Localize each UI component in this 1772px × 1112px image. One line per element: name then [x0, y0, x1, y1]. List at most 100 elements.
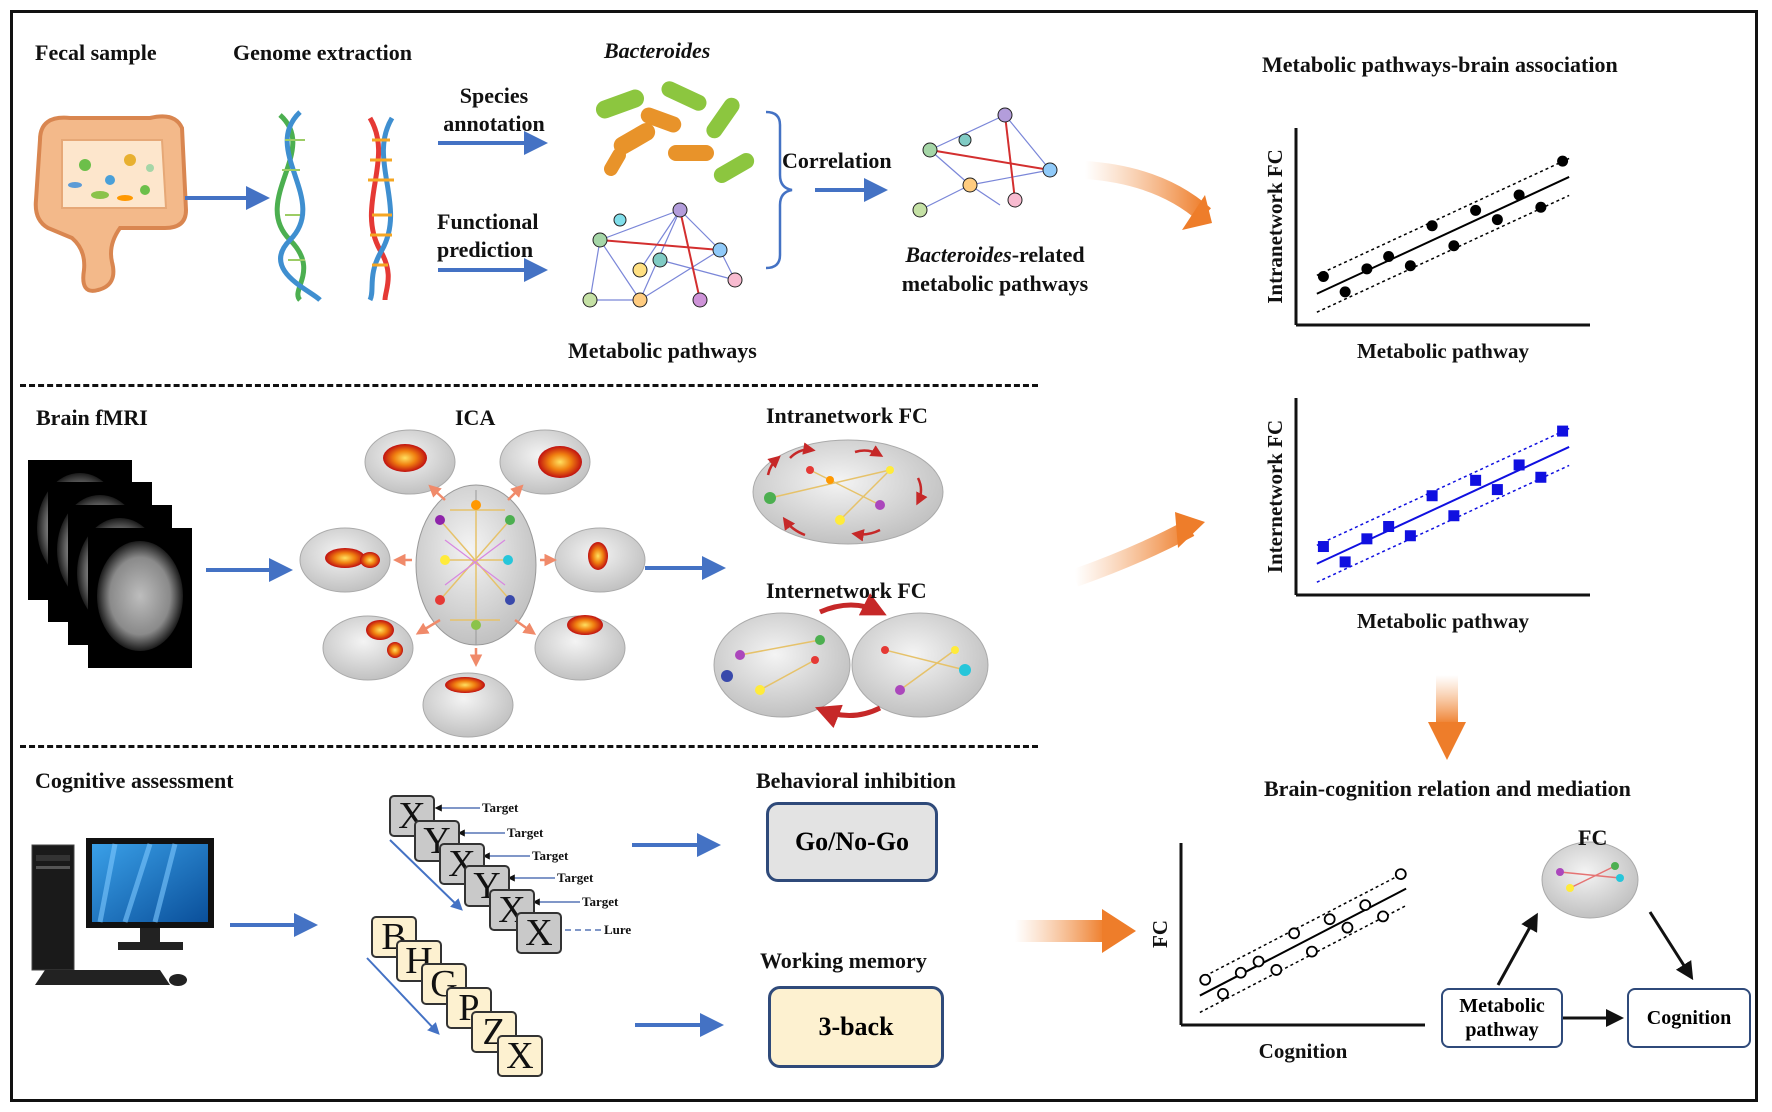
intranetwork-upper-band: [1316, 157, 1570, 276]
bacteroides-related-line2: metabolic pathways: [901, 271, 1089, 296]
internetwork-fc-brains: [713, 592, 989, 729]
ica-component-brains: [299, 429, 646, 738]
ica-label: ICA: [455, 405, 496, 430]
intranetwork-point: [1470, 204, 1482, 216]
bacteroides-related-italic: Bacteroides: [905, 242, 1012, 267]
intranetwork-fc-brain: [752, 439, 944, 545]
intranetwork-y-label: Intranetwork FC: [1263, 149, 1287, 304]
functional-prediction-label: Functional prediction: [437, 208, 538, 264]
go-target-label: Target: [582, 894, 619, 909]
intranetwork-point: [1535, 201, 1547, 213]
intranetwork-point: [1404, 260, 1416, 272]
metabolic-pathways-label: Metabolic pathways: [568, 338, 757, 363]
bacteroides-label: Bacteroides: [604, 38, 711, 63]
dna-illustration: [274, 110, 395, 302]
intranetwork-x-label: Metabolic pathway: [1357, 339, 1530, 363]
mediation-metabolic-box: Metabolic pathway: [1441, 988, 1563, 1048]
internetwork-fc-label: Internetwork FC: [766, 578, 927, 603]
intranetwork-point: [1448, 240, 1460, 252]
fc-cognition-x-label: Cognition: [1259, 1039, 1348, 1063]
bacteroides-network-illustration: [912, 107, 1058, 218]
intranetwork-fc-label: Intranetwork FC: [766, 403, 928, 428]
genome-extraction-label: Genome extraction: [233, 40, 412, 65]
mediation-cognition-label: Cognition: [1646, 1006, 1732, 1029]
internetwork-point: [1557, 425, 1569, 437]
go-target-label: Target: [532, 848, 569, 863]
divider-2: [20, 745, 1038, 748]
internetwork-point: [1491, 484, 1503, 496]
figure-frame: [10, 10, 1758, 1102]
fc-cognition-point: [1341, 921, 1354, 934]
cognitive-assessment-label: Cognitive assessment: [35, 768, 234, 793]
intranetwork-point: [1426, 220, 1438, 232]
intranetwork-point: [1317, 271, 1329, 283]
go-letter: X: [516, 912, 562, 954]
intestine-illustration: [33, 114, 189, 293]
functional-prediction-line1: Functional: [437, 209, 539, 234]
internetwork-point: [1470, 474, 1482, 486]
intranetwork-point: [1339, 286, 1351, 298]
three-back-label: 3-back: [818, 1012, 894, 1041]
internetwork-point: [1448, 510, 1460, 522]
internetwork-x-label: Metabolic pathway: [1357, 609, 1530, 633]
brain-fmri-label: Brain fMRI: [36, 405, 148, 430]
metabolic-network-illustration: [582, 202, 743, 308]
go-target-label: Target: [482, 800, 519, 815]
intranetwork-point: [1361, 263, 1373, 275]
wm-letter: G: [421, 963, 467, 1005]
mediation-fc-brain: [1541, 841, 1639, 919]
functional-prediction-line2: prediction: [437, 237, 534, 262]
metabolic-brain-association-title: Metabolic pathways-brain association: [1262, 52, 1618, 77]
intranetwork-point: [1513, 189, 1525, 201]
fc-cognition-fit-line: [1199, 887, 1407, 997]
ica-center-brain: [415, 484, 537, 646]
fecal-sample-label: Fecal sample: [35, 40, 157, 65]
fc-cognition-point: [1288, 927, 1301, 940]
fc-cognition-point: [1323, 913, 1336, 926]
divider-1: [20, 384, 1038, 387]
fc-cognition-point: [1305, 945, 1318, 958]
internetwork-point: [1361, 533, 1373, 545]
internetwork-point: [1513, 459, 1525, 471]
scatter-intranetwork: Metabolic pathway Intranetwork FC: [1263, 128, 1590, 363]
intranetwork-lower-band: [1316, 194, 1570, 313]
go-lure-label: Lure: [604, 922, 632, 937]
fc-cognition-point: [1199, 973, 1212, 986]
fc-cognition-point: [1270, 964, 1283, 976]
bacteroides-related-suffix: -related: [1011, 242, 1085, 267]
intranetwork-point: [1383, 251, 1395, 263]
bacteria-illustration: [595, 81, 755, 183]
internetwork-point: [1383, 521, 1395, 533]
fc-cognition-upper-band: [1199, 871, 1407, 980]
fc-cognition-point: [1377, 910, 1389, 923]
bacteroides-related-label: Bacteroides-related metabolic pathways: [880, 240, 1110, 298]
fc-cognition-point: [1394, 868, 1407, 881]
mediation-cognition-box: Cognition: [1627, 988, 1751, 1048]
internetwork-fit-line: [1316, 446, 1570, 565]
intranetwork-point: [1557, 155, 1569, 167]
mediation-metabolic-line2: pathway: [1465, 1019, 1539, 1041]
internetwork-y-label: Internetwork FC: [1263, 420, 1287, 573]
fc-cognition-point: [1234, 966, 1247, 979]
go-letter: X: [439, 843, 485, 885]
species-annotation-label: Species annotation: [434, 82, 554, 138]
three-back-box: 3-back: [768, 986, 944, 1068]
mediation-metabolic-line1: Metabolic: [1459, 995, 1545, 1017]
fc-cognition-point: [1252, 955, 1265, 968]
internetwork-point: [1535, 471, 1547, 483]
fc-cognition-point: [1359, 899, 1372, 912]
fc-cognition-point: [1217, 987, 1229, 1000]
go-target-label: Target: [507, 825, 544, 840]
intranetwork-fit-line: [1316, 176, 1570, 295]
internetwork-point: [1339, 556, 1351, 568]
internetwork-point: [1404, 530, 1416, 542]
mri-stack: [28, 460, 192, 668]
go-letter: Y: [414, 820, 460, 862]
go-target-label: Target: [557, 870, 594, 885]
scatter-internetwork: Metabolic pathway Internetwork FC: [1263, 398, 1590, 633]
internetwork-point: [1426, 490, 1438, 502]
mediation-fc-label: FC: [1578, 825, 1608, 850]
internetwork-lower-band: [1316, 464, 1570, 583]
